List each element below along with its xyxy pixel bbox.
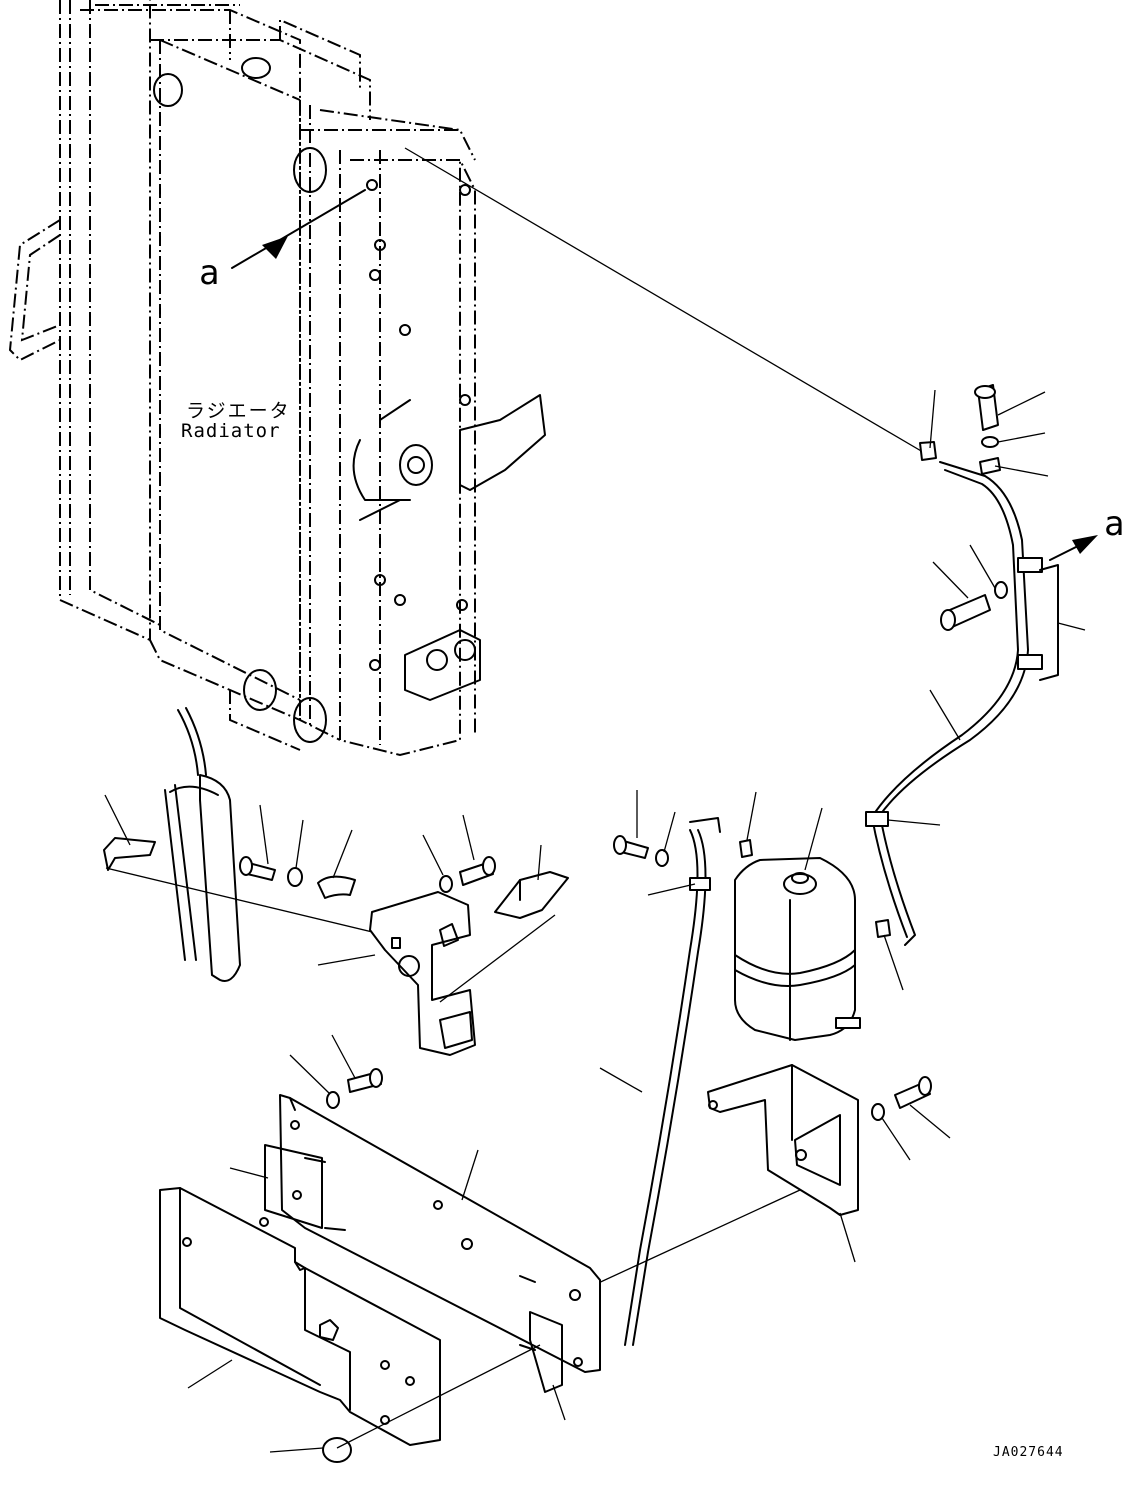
callout-letter-a-right: a bbox=[1104, 504, 1125, 544]
radiator-label-jp: ラジエータ bbox=[186, 400, 291, 422]
hose-assembly bbox=[865, 384, 1098, 946]
cover-panels bbox=[159, 1068, 601, 1463]
mounting-bracket bbox=[369, 856, 569, 1056]
filter-assembly bbox=[103, 707, 386, 982]
tank-bracket bbox=[554, 1064, 932, 1304]
callout-letter-a-left: a bbox=[199, 253, 220, 293]
drawing-code: JA027644 bbox=[993, 1445, 1064, 1460]
radiator-label-en: Radiator bbox=[181, 420, 281, 442]
radiator-assembly bbox=[8, 0, 546, 757]
reservoir-tank bbox=[613, 817, 891, 1346]
leader-line bbox=[404, 147, 929, 456]
reference-leaders bbox=[104, 389, 1086, 1453]
